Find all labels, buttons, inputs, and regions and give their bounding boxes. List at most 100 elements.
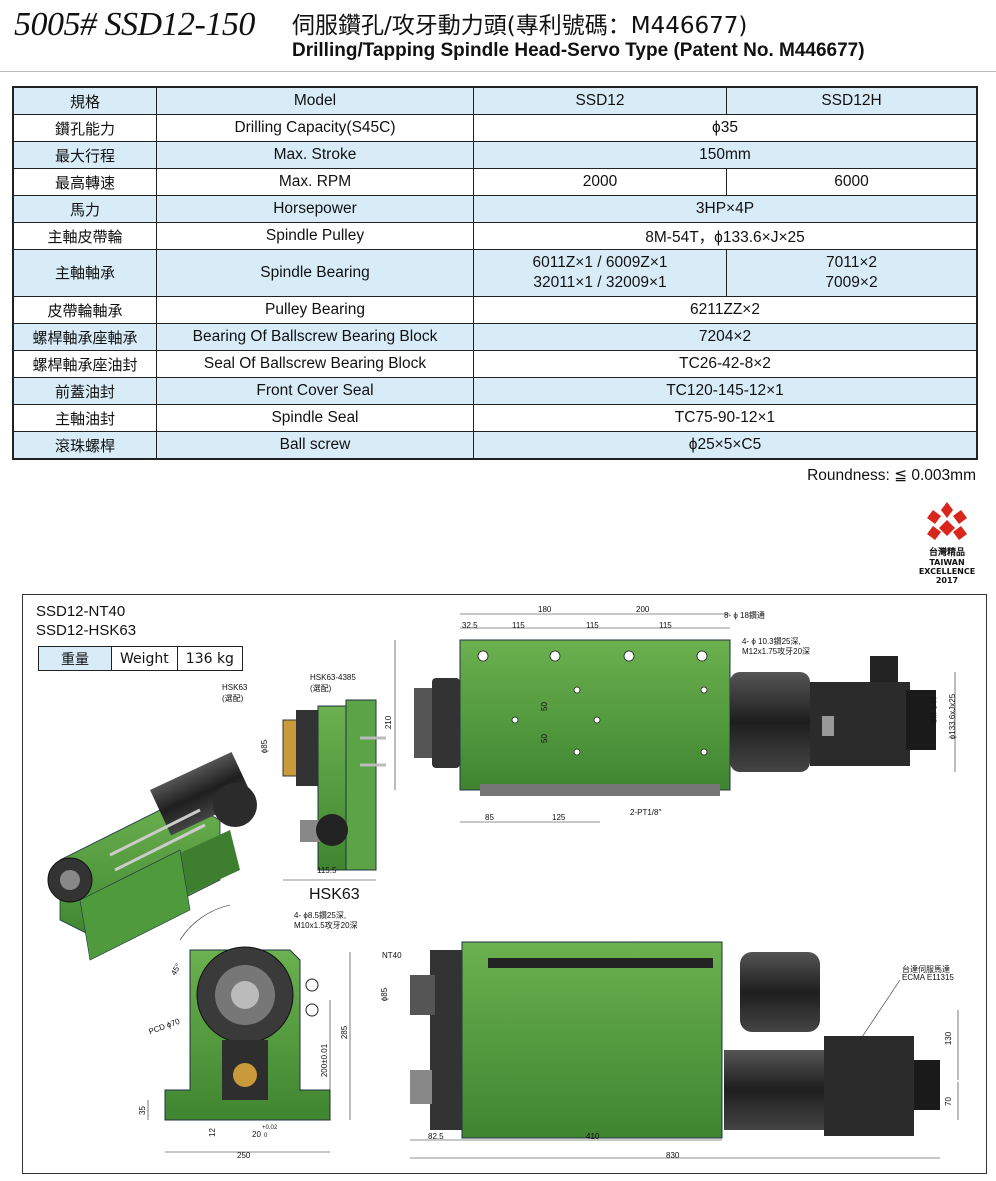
row-value-ssd12h: 6000 [726, 168, 978, 196]
row-label-en: Drilling Capacity(S45C) [156, 114, 474, 142]
table-row: 馬力 Horsepower 3HP×4P [12, 195, 978, 223]
row-label-zh: 滾珠螺桿 [12, 431, 157, 460]
row-value-ssd12: 2000 [473, 168, 727, 196]
dim-115-b: 115 [586, 621, 599, 630]
model-name-nt40: SSD12-NT40 [36, 603, 126, 620]
dim-210: 210 [384, 715, 394, 730]
dim-200: 200 [636, 605, 650, 614]
row-label-en: Seal Of Ballscrew Bearing Block [156, 350, 474, 378]
col-ssd12h: SSD12H [726, 86, 978, 115]
roundness-note: Roundness: ≦ 0.003mm [807, 467, 976, 484]
row-label-en: Max. RPM [156, 168, 474, 196]
top-view [394, 613, 956, 823]
row-label-zh: 螺桿軸承座油封 [12, 350, 157, 378]
label-motor-model: ECMA E11315 [902, 973, 954, 982]
dim-85: 85 [485, 813, 494, 822]
table-row: 前蓋油封 Front Cover Seal TC120-145-12×1 [12, 377, 978, 405]
dim-285: 285 [340, 1025, 350, 1040]
dim-d85-bottom: ϕ85 [380, 987, 390, 1002]
dim-130: 130 [944, 1031, 954, 1046]
spec-table: 規格 Model SSD12 SSD12H 鑽孔能力 Drilling Capa… [12, 86, 978, 460]
label-4-holes-a: 4- ϕ 10.3鑽25深, [742, 637, 801, 646]
row-value: 150mm [473, 141, 978, 169]
label-4-holes-b: M12x1.75攻牙20深 [742, 647, 811, 656]
dim-115-5: 115.5 [317, 866, 337, 875]
badge-zh: 台灣精品 [928, 548, 965, 558]
isometric-view [47, 751, 257, 961]
dim-250: 250 [237, 1151, 251, 1160]
weight-value: 136 kg [176, 646, 243, 671]
col-ssd12: SSD12 [473, 86, 727, 115]
label-4-holes-c: 4- ϕ8.5鑽25深, [294, 911, 347, 920]
model-name-hsk63: SSD12-HSK63 [36, 622, 137, 639]
label-hsk63-optional: (選配) [222, 694, 244, 703]
bottom-side-view [410, 941, 959, 1159]
label-8-holes: 8- ϕ 18鑽通 [724, 611, 765, 620]
drawing-frame [22, 594, 987, 1174]
row-label-en: Horsepower [156, 195, 474, 223]
row-value: ϕ35 [473, 114, 978, 142]
dim-70: 70 [943, 1097, 953, 1106]
row-value: TC120-145-12×1 [473, 377, 978, 405]
table-row: 鑽孔能力 Drilling Capacity(S45C) ϕ35 [12, 114, 978, 142]
table-row: 最大行程 Max. Stroke 150mm [12, 141, 978, 169]
dim-830: 830 [666, 1151, 680, 1160]
col-spec: 規格 [12, 86, 157, 115]
dim-180: 180 [538, 605, 552, 614]
dim-35: 35 [137, 1106, 147, 1115]
dim-50-b: 50 [539, 734, 549, 743]
row-label-zh: 主軸油封 [12, 404, 157, 432]
badge-en: TAIWAN EXCELLENCE [918, 558, 976, 576]
label-hsk63-4385-optional: (選配) [310, 684, 332, 693]
table-row: 皮帶輪軸承 Pulley Bearing 6211ZZ×2 [12, 296, 978, 324]
bearing-line-2: 7009×2 [825, 274, 878, 291]
label-pt1-8: 2-PT1/8" [630, 808, 662, 817]
badge-year: 2017 [935, 576, 959, 585]
dim-82-5: 82.5 [428, 1132, 444, 1141]
row-label-zh: 鑽孔能力 [12, 114, 157, 142]
row-label-en: Spindle Seal [156, 404, 474, 432]
taiwan-excellence-logo-icon [927, 502, 967, 540]
dim-125: 125 [552, 813, 566, 822]
weight-label-en: Weight [111, 646, 178, 671]
table-row: 主軸皮帶輪 Spindle Pulley 8M-54T，ϕ133.6×J×25 [12, 222, 978, 250]
row-value-ssd12h: 7011×2 7009×2 [726, 249, 978, 297]
dim-d85-side: ϕ85 [260, 739, 270, 754]
dim-12: 12 [207, 1128, 217, 1137]
table-row: 主軸油封 Spindle Seal TC75-90-12×1 [12, 404, 978, 432]
dim-115-c: 115 [659, 621, 672, 630]
row-label-zh: 螺桿軸承座軸承 [12, 323, 157, 351]
dim-20-tol-lower: 0 [264, 1133, 268, 1139]
table-row: 主軸軸承 Spindle Bearing 6011Z×1 / 6009Z×1 32… [12, 249, 978, 297]
title-chinese: 伺服鑽孔/攻牙動力頭(專利號碼：M446677) [292, 13, 748, 39]
row-label-en: Max. Stroke [156, 141, 474, 169]
hsk63-view-title: HSK63 [309, 886, 360, 903]
dim-50-a: 50 [539, 702, 549, 711]
header-divider [0, 71, 996, 72]
bearing-line-1: 6011Z×1 / 6009Z×1 [532, 254, 668, 271]
title-english: Drilling/Tapping Spindle Head-Servo Type… [292, 40, 865, 61]
row-label-en: Pulley Bearing [156, 296, 474, 324]
table-row: 滾珠螺桿 Ball screw ϕ25×5×C5 [12, 431, 978, 460]
front-view [147, 904, 351, 1153]
row-label-zh: 主軸軸承 [12, 249, 157, 297]
dim-20-tol-upper: +0.02 [262, 1125, 278, 1131]
weight-table: 重量 Weight 136 kg [38, 646, 243, 671]
row-label-en: Ball screw [156, 431, 474, 460]
row-value: 8M-54T，ϕ133.6×J×25 [473, 222, 978, 250]
label-pulley-8m: 8M-54T [929, 695, 939, 724]
bearing-line-2: 32011×1 / 32009×1 [533, 274, 667, 291]
label-pulley-diameter: ϕ133.6xJx25 [948, 693, 958, 740]
row-label-en: Spindle Pulley [156, 222, 474, 250]
row-label-zh: 最大行程 [12, 141, 157, 169]
row-value: ϕ25×5×C5 [473, 431, 978, 460]
row-value: TC75-90-12×1 [473, 404, 978, 432]
bearing-line-1: 7011×2 [825, 254, 877, 271]
dim-200-tol: 200±0.01 [320, 1043, 330, 1078]
label-nt40: NT40 [382, 951, 402, 960]
dim-32-5: 32.5 [462, 621, 478, 630]
row-label-en: Spindle Bearing [156, 249, 474, 297]
row-value-ssd12: 6011Z×1 / 6009Z×1 32011×1 / 32009×1 [473, 249, 727, 297]
dim-115-a: 115 [512, 621, 525, 630]
